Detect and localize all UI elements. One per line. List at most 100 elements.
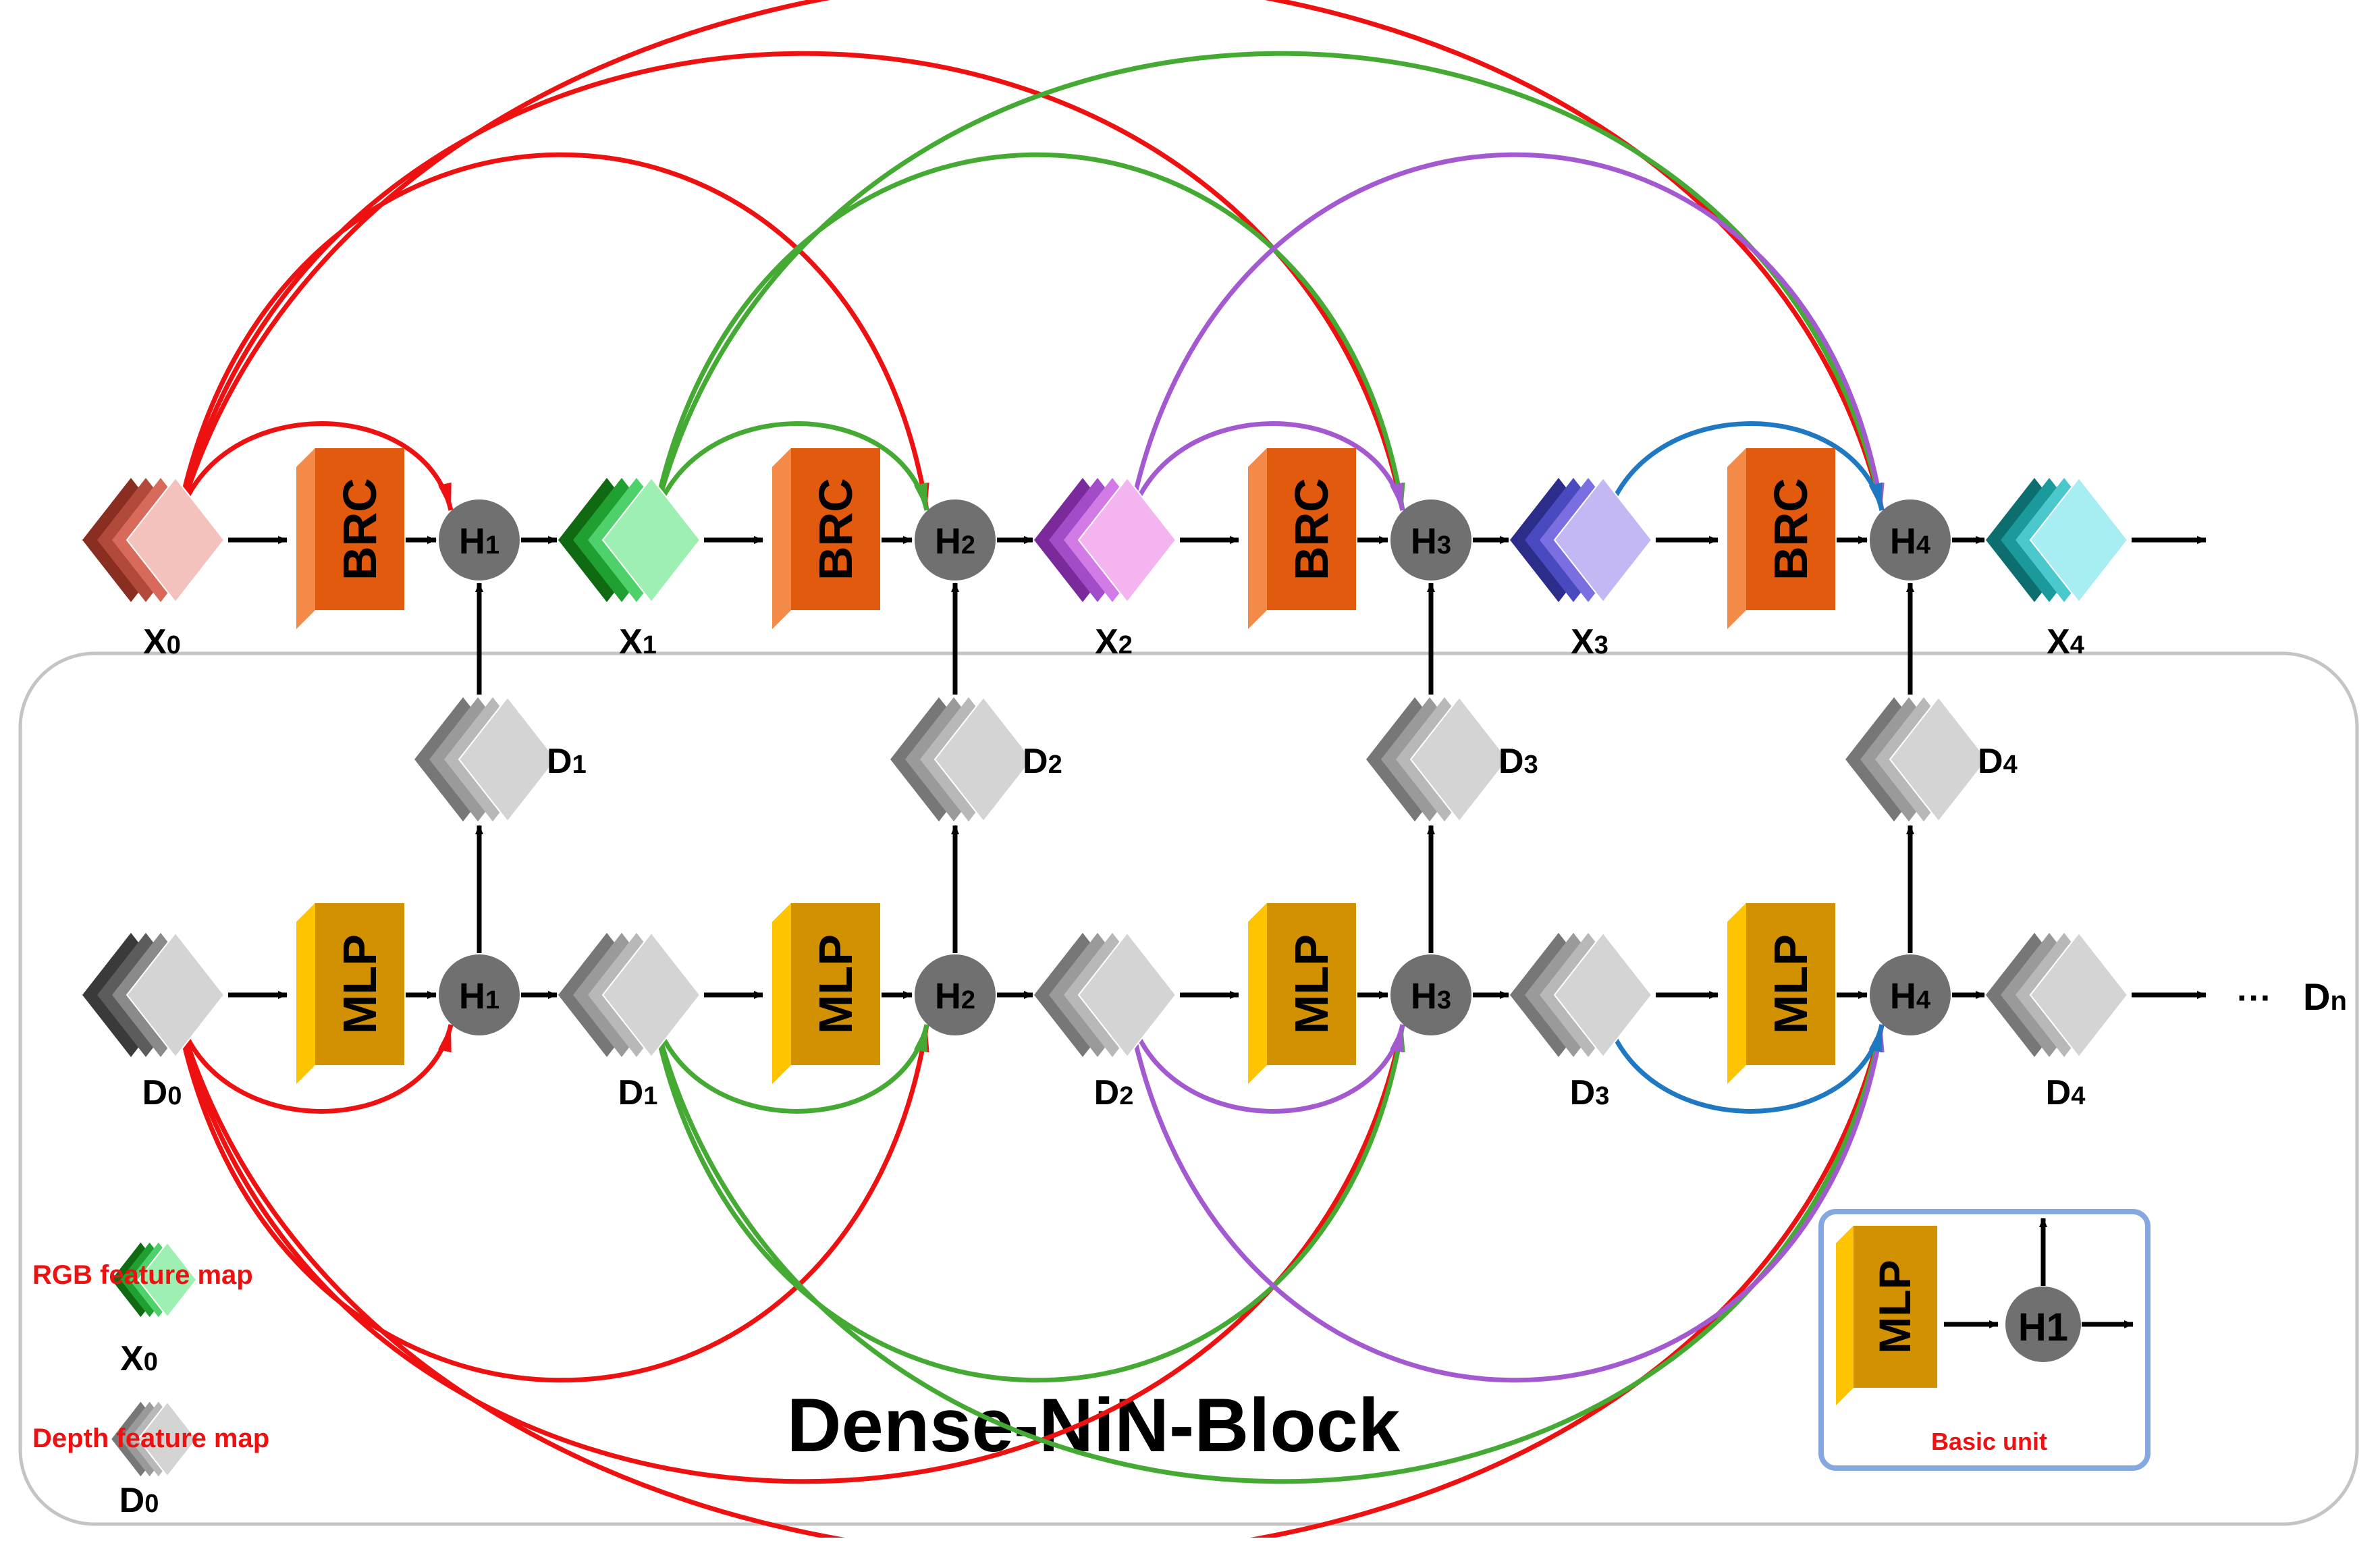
basic-unit-node-label: H1 bbox=[2018, 1305, 2068, 1349]
dense-connection bbox=[650, 1009, 1405, 1383]
feature-map-layer bbox=[458, 696, 558, 823]
mid-depth-map-label: D3 bbox=[1498, 742, 1538, 781]
dense-connections bbox=[174, 0, 1885, 1541]
dense-connection bbox=[1602, 1009, 1885, 1114]
node-main: H bbox=[459, 976, 485, 1017]
continuation-ellipsis: ··· bbox=[2237, 979, 2272, 1018]
feature-map-layer bbox=[126, 931, 225, 1058]
tail-map-label: Dn bbox=[2303, 975, 2347, 1018]
mid-depth-feature-map bbox=[1366, 696, 1509, 823]
brc-block: BRC bbox=[1248, 448, 1356, 629]
connection-arrowhead bbox=[1390, 1025, 1403, 1053]
mlp-blocks: MLP MLP MLP MLP bbox=[296, 903, 1835, 1084]
node-sub: 2 bbox=[961, 531, 975, 560]
depth-fusion-nodes: H1 H2 H3 H4 bbox=[439, 954, 1951, 1035]
dense-connection bbox=[1602, 421, 1885, 526]
feature-map-layer bbox=[1889, 696, 1989, 823]
rgb-feature-map bbox=[1986, 477, 2129, 603]
box-front-face bbox=[1267, 448, 1356, 610]
fusion-node: H4 bbox=[1870, 499, 1951, 580]
node-main: H bbox=[459, 521, 485, 562]
depth-feature-map bbox=[558, 931, 701, 1058]
mid-depth-feature-map bbox=[890, 696, 1033, 823]
brc-blocks: BRC BRC BRC BRC bbox=[296, 448, 1835, 629]
mid-depth-feature-map bbox=[414, 696, 558, 823]
node-main: H bbox=[1890, 521, 1916, 562]
rgb-map-label: X0 bbox=[143, 622, 181, 661]
depth-map-label: D2 bbox=[1094, 1073, 1134, 1112]
dense-connection bbox=[174, 0, 1885, 526]
dense-connection bbox=[174, 1009, 454, 1114]
node-sub: 2 bbox=[961, 986, 975, 1015]
node-circle bbox=[1870, 499, 1951, 580]
legend: RGB feature map X0 Depth feature map D0 bbox=[32, 1241, 269, 1520]
node-sub: 3 bbox=[1437, 531, 1451, 560]
feature-map-layer bbox=[137, 1241, 198, 1318]
depth-feature-map bbox=[1034, 931, 1177, 1058]
box-front-face bbox=[1854, 1226, 1937, 1388]
connection-arrowhead bbox=[438, 1025, 452, 1053]
node-circle bbox=[1390, 954, 1471, 1035]
flow-arrows bbox=[228, 536, 2207, 999]
dense-connection bbox=[174, 1009, 929, 1383]
rgb-map-label: X2 bbox=[1095, 622, 1133, 661]
node-circle bbox=[1870, 954, 1951, 1035]
mlp-block: MLP bbox=[1248, 903, 1356, 1084]
fusion-node: H3 bbox=[1390, 954, 1471, 1035]
fusion-node: H1 bbox=[439, 954, 520, 1035]
fusion-node: H4 bbox=[1870, 954, 1951, 1035]
connection-arrowhead bbox=[1869, 482, 1883, 510]
box-side-face bbox=[1836, 1226, 1854, 1405]
node-sub: 1 bbox=[485, 986, 499, 1015]
dense-connection bbox=[1126, 421, 1405, 526]
box-front-face bbox=[791, 448, 880, 610]
rgb-feature-map bbox=[1034, 477, 1177, 603]
legend-depth-map-label: D0 bbox=[119, 1481, 159, 1520]
node-label: H1 bbox=[459, 976, 499, 1017]
depth-feature-map bbox=[1986, 931, 2129, 1058]
fusion-node: H1 bbox=[439, 499, 520, 580]
basic-unit-mlp-label: MLP bbox=[1870, 1260, 1920, 1353]
box-side-face bbox=[296, 448, 315, 629]
fusion-node: H3 bbox=[1390, 499, 1471, 580]
feature-map-layer bbox=[1553, 931, 1653, 1058]
node-circle bbox=[915, 499, 996, 580]
node-sub: 3 bbox=[1437, 986, 1451, 1015]
rgb-fusion-nodes: H1 H2 H3 H4 bbox=[439, 499, 1951, 580]
feature-map-layer bbox=[1077, 477, 1177, 603]
node-main: H bbox=[1411, 521, 1437, 562]
depth-map-label: D4 bbox=[2046, 1073, 2086, 1112]
box-front-face bbox=[315, 903, 404, 1065]
node-label: H4 bbox=[1890, 521, 1930, 562]
depth-map-label: D1 bbox=[618, 1073, 658, 1112]
box-front-face bbox=[315, 448, 404, 610]
feature-map-layer bbox=[2029, 931, 2129, 1058]
feature-map-layer bbox=[1553, 477, 1653, 603]
legend-depth-map-icon bbox=[111, 1401, 198, 1478]
feature-map-layer bbox=[1077, 931, 1177, 1058]
rgb-feature-maps bbox=[82, 477, 2129, 603]
legend-rgb-map-label: X0 bbox=[120, 1339, 158, 1378]
mlp-label: MLP bbox=[1764, 934, 1817, 1034]
connection-arrowhead bbox=[438, 482, 452, 510]
rgb-map-label: X4 bbox=[2047, 622, 2084, 661]
dense-connection bbox=[1126, 152, 1885, 526]
rgb-feature-map bbox=[558, 477, 701, 603]
node-label: H1 bbox=[459, 521, 499, 562]
brc-label: BRC bbox=[1764, 478, 1817, 580]
feature-map-layer bbox=[126, 477, 225, 603]
node-sub: 1 bbox=[485, 531, 499, 560]
dense-connection bbox=[174, 152, 929, 526]
mid-depth-map-label: D1 bbox=[547, 742, 587, 781]
brc-label: BRC bbox=[333, 478, 386, 580]
node-label: H4 bbox=[1890, 976, 1930, 1017]
mlp-label: MLP bbox=[1285, 934, 1338, 1034]
node-main: H bbox=[1411, 976, 1437, 1017]
depth-map-label: D3 bbox=[1570, 1073, 1610, 1112]
box-side-face bbox=[772, 448, 791, 629]
mlp-block: MLP bbox=[1727, 903, 1835, 1084]
feature-map-layer bbox=[601, 477, 701, 603]
rgb-feature-map bbox=[1510, 477, 1653, 603]
